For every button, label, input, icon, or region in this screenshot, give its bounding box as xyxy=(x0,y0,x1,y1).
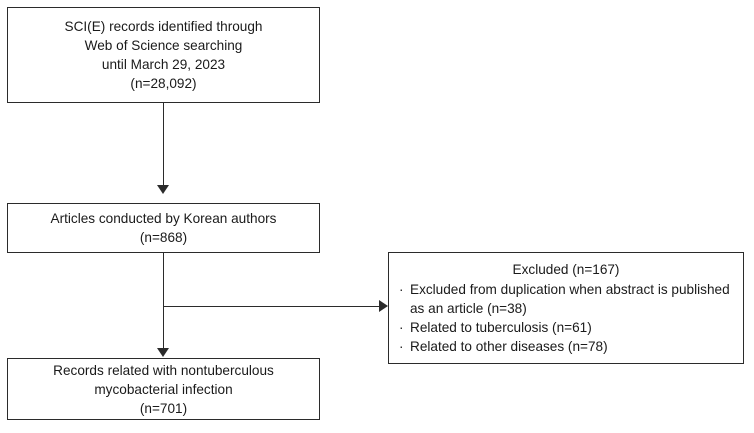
connector-identification-to-authors-line xyxy=(162,103,165,185)
box-identification-line-4: (n=28,092) xyxy=(130,76,197,91)
box-identification-line-1: SCI(E) records identified through xyxy=(64,19,263,34)
box-ntm-records-line-3: (n=701) xyxy=(139,400,188,416)
arrow-down-icon-authors-to-records xyxy=(156,348,169,357)
bullet-icon: · xyxy=(399,282,404,297)
arrow-right-icon-branch-to-excluded xyxy=(379,299,388,312)
box-identification-line-3: until March 29, 2023 xyxy=(101,57,226,72)
box-korean-authors-line-2: (n=868) xyxy=(139,230,188,245)
box-excluded-list-item: · Related to tuberculosis (n=61) xyxy=(399,318,735,337)
box-excluded-list-item: · Excluded from duplication when abstrac… xyxy=(399,280,735,318)
box-excluded-title: Excluded (n=167) xyxy=(512,262,620,277)
box-korean-authors: Articles conducted by Korean authors (n=… xyxy=(7,203,320,253)
box-identification: SCI(E) records identified through Web of… xyxy=(7,7,320,103)
box-identification-line-2: Web of Science searching xyxy=(84,38,243,53)
box-ntm-records-line-2: mycobacterial infection xyxy=(94,381,233,397)
arrow-down-icon-identification-to-authors xyxy=(156,185,169,194)
box-identification-text: SCI(E) records identified through Web of… xyxy=(8,17,319,93)
connector-branch-to-excluded-line xyxy=(163,305,379,308)
bullet-icon: · xyxy=(399,320,404,335)
box-excluded-list-item-text: Related to tuberculosis (n=61) xyxy=(410,320,592,335)
box-korean-authors-text: Articles conducted by Korean authors (n=… xyxy=(8,209,319,247)
box-excluded-list-item-text: Related to other diseases (n=78) xyxy=(410,339,608,354)
bullet-icon: · xyxy=(399,339,404,354)
box-ntm-records-line-1: Records related with nontuberculous xyxy=(53,362,274,378)
connector-authors-to-records-line xyxy=(162,253,165,348)
box-excluded-list-item: · Related to other diseases (n=78) xyxy=(399,337,735,356)
box-korean-authors-line-1: Articles conducted by Korean authors xyxy=(50,211,277,226)
box-excluded-list-item-text: Excluded from duplication when abstract … xyxy=(410,282,730,316)
box-ntm-records-text: Records related with nontuberculous myco… xyxy=(8,361,319,418)
box-excluded-list: · Excluded from duplication when abstrac… xyxy=(389,280,743,356)
box-ntm-records: Records related with nontuberculous myco… xyxy=(7,358,320,420)
box-excluded: Excluded (n=167) · Excluded from duplica… xyxy=(388,252,744,364)
